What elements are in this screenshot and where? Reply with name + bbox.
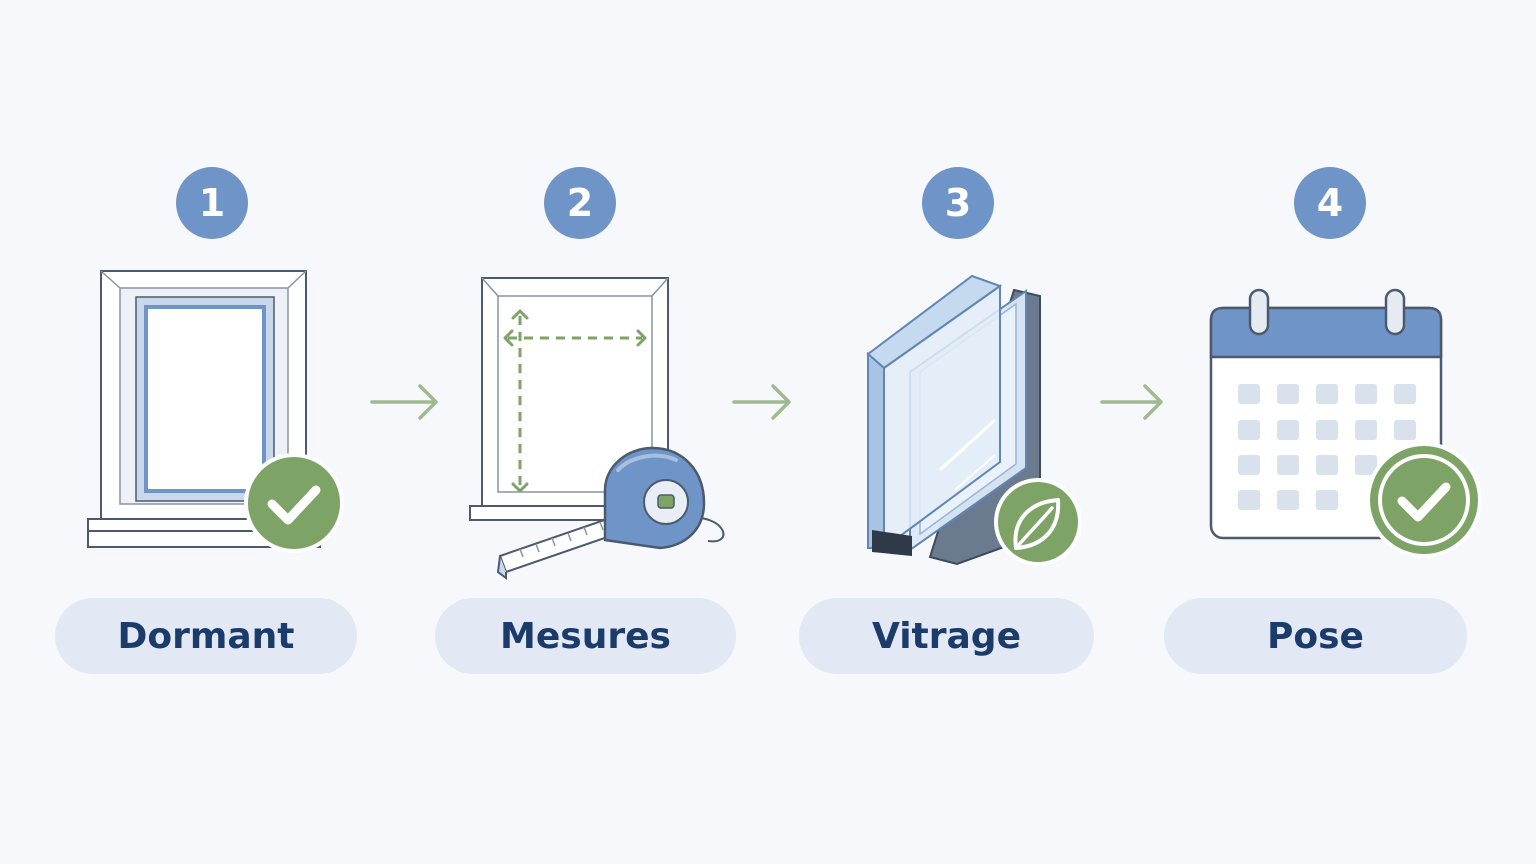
step-3-number: 3 [922,167,994,239]
arrow-right-icon [732,384,791,420]
step-1-label: Dormant [55,598,357,674]
step-4-label: Pose [1164,598,1467,674]
arrow-right-icon [1100,384,1163,420]
step-2-label: Mesures [435,598,736,674]
step-2-number: 2 [544,167,616,239]
step-4-number: 4 [1294,167,1366,239]
tape-measure-icon [496,446,725,580]
arrow-right-icon [370,384,438,420]
window-frame-icon [87,270,321,548]
check-icon [1366,442,1482,558]
leaf-icon [994,478,1082,566]
check-icon [244,453,344,553]
step-1-number: 1 [176,167,248,239]
double-glazing-icon [866,274,1041,566]
step-3-label: Vitrage [799,598,1094,674]
